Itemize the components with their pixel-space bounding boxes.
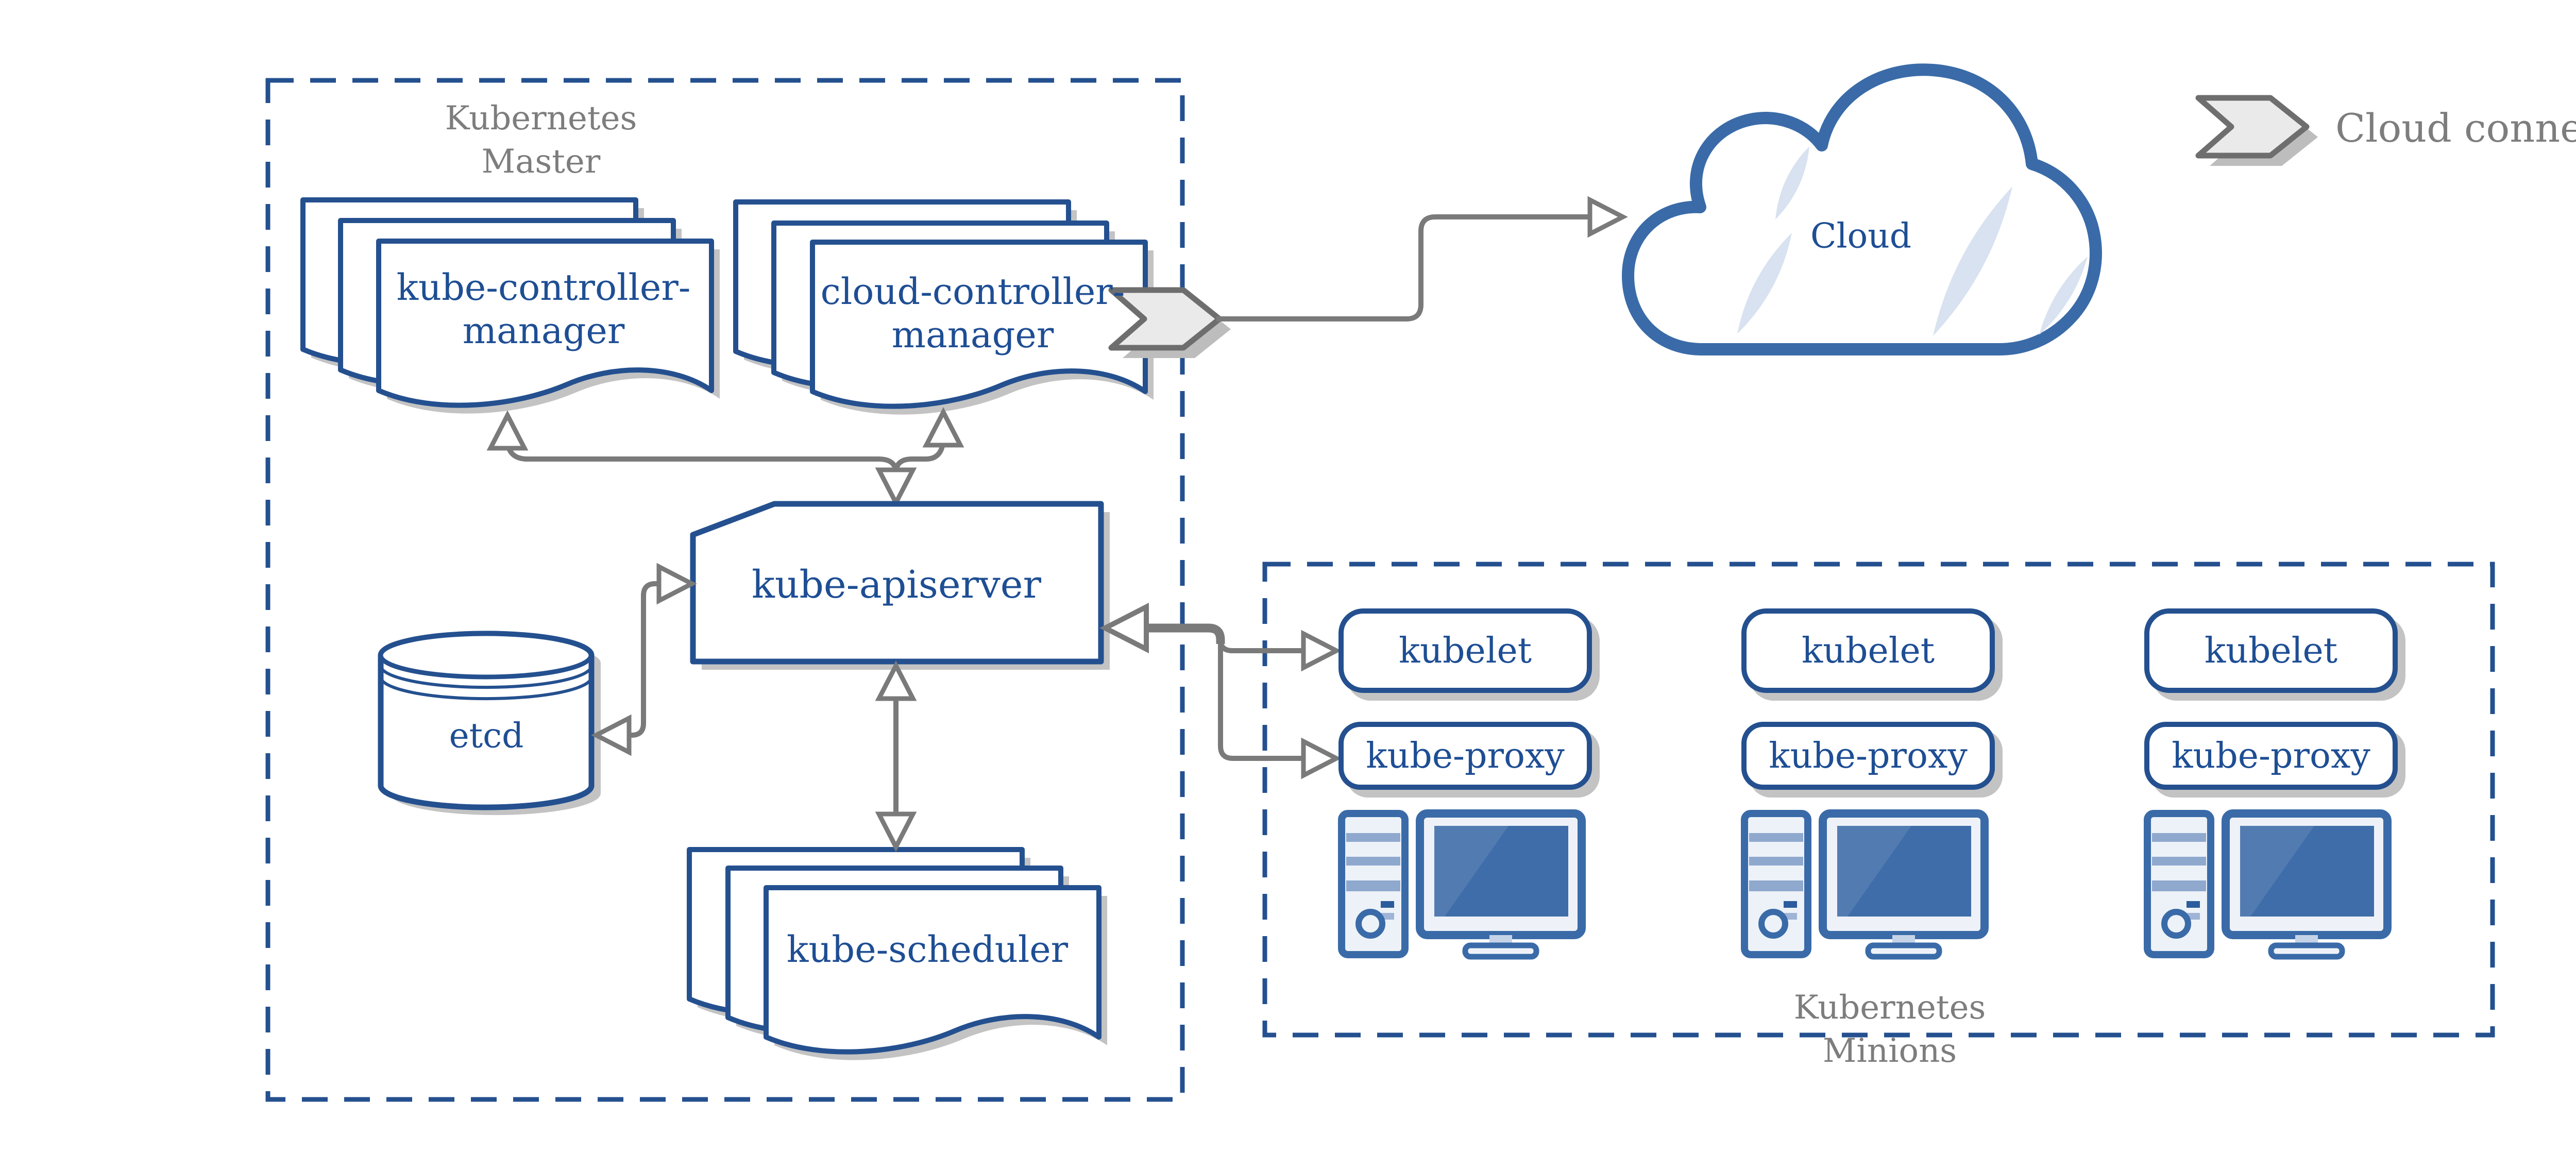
desktop-computer-icon xyxy=(1342,813,1582,957)
desktop-computer-icon xyxy=(1744,813,1985,957)
master-label-line1: Kubernetes xyxy=(445,99,637,138)
apiserver-etcd-arrow xyxy=(596,567,692,752)
master-label-line2: Master xyxy=(481,143,601,181)
apiserver-minions-arrows xyxy=(1105,607,1336,775)
cloud-icon xyxy=(1622,63,2102,355)
kubernetes-master-boundary xyxy=(265,78,1185,1102)
apiserver-scheduler-arrow xyxy=(879,666,913,847)
minions-label: Kubernetes Minions xyxy=(1793,989,1986,1070)
legend-cloud-connector-label: Cloud connector xyxy=(2335,105,2576,151)
kube-apiserver-label: kube-apiserver xyxy=(752,563,1041,607)
legend-cloud-connector-icon xyxy=(2198,98,2318,166)
kube-proxy-box: kube-proxy xyxy=(1741,722,1995,790)
kube-controller-manager-label: kube-controller- manager xyxy=(396,266,691,352)
controller-to-cloud-arrow xyxy=(1216,200,1623,321)
kubelet-box: kubelet xyxy=(1741,608,1995,693)
desktop-computer-icon xyxy=(2147,813,2387,957)
kube-proxy-box: kube-proxy xyxy=(1338,722,1592,790)
master-label: Kubernetes Master xyxy=(445,97,637,183)
kubelet-box: kubelet xyxy=(1338,608,1592,693)
kube-proxy-box: kube-proxy xyxy=(2144,722,2398,790)
cloud-label: Cloud xyxy=(1810,216,1912,256)
cloud-controller-manager-label: cloud-controller- manager xyxy=(820,270,1125,356)
kubernetes-minions-boundary xyxy=(1262,562,2495,1038)
etcd-cylinder-icon xyxy=(381,634,601,816)
kube-scheduler-label: kube-scheduler xyxy=(786,928,1069,971)
controllers-apiserver-arrow xyxy=(490,412,960,503)
etcd-label: etcd xyxy=(449,716,524,756)
kubelet-box: kubelet xyxy=(2144,608,2398,693)
